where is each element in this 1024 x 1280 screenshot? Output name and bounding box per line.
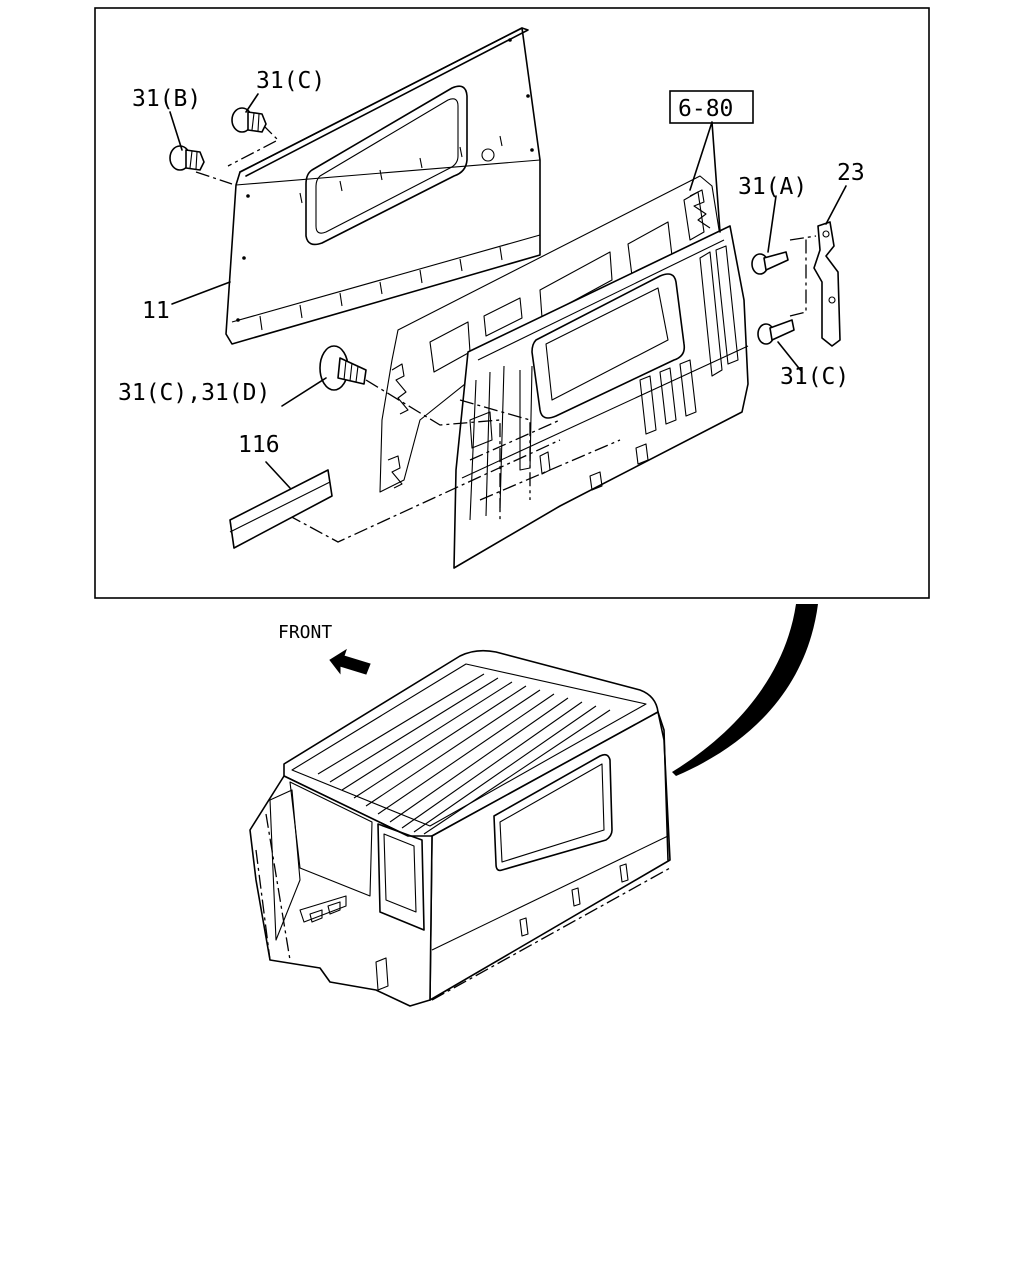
- callout-6-80-box: [669, 90, 754, 124]
- callout-116: 116: [238, 432, 280, 458]
- callout-31c-right: 31(C): [780, 364, 849, 390]
- screw-31c-right: [757, 319, 795, 345]
- clip-31b: [169, 145, 205, 171]
- trim-panel-11: [225, 27, 541, 345]
- pad-116: [229, 469, 333, 549]
- clip-31c-top: [231, 107, 267, 133]
- callout-31a: 31(A): [738, 174, 807, 200]
- clip-31c-31d: [319, 345, 367, 391]
- front-label: FRONT: [278, 622, 332, 643]
- leader-lines: [169, 93, 847, 489]
- rear-cab-panel: [453, 225, 749, 569]
- assembly-lines: [195, 123, 817, 543]
- callout-11: 11: [142, 298, 170, 324]
- detail-frame: [94, 7, 930, 599]
- screw-31a: [751, 251, 789, 275]
- callout-31b: 31(B): [132, 86, 201, 112]
- callout-23: 23: [837, 160, 865, 186]
- bracket-23: [813, 221, 841, 347]
- callout-6-80: 6-80: [678, 96, 733, 122]
- callout-31c-top: 31(C): [256, 68, 325, 94]
- locator-swoosh: [672, 604, 818, 776]
- arrow-left-icon: [329, 648, 371, 675]
- callout-31c-31d: 31(C),31(D): [118, 380, 270, 406]
- cab-overview: [249, 649, 671, 1007]
